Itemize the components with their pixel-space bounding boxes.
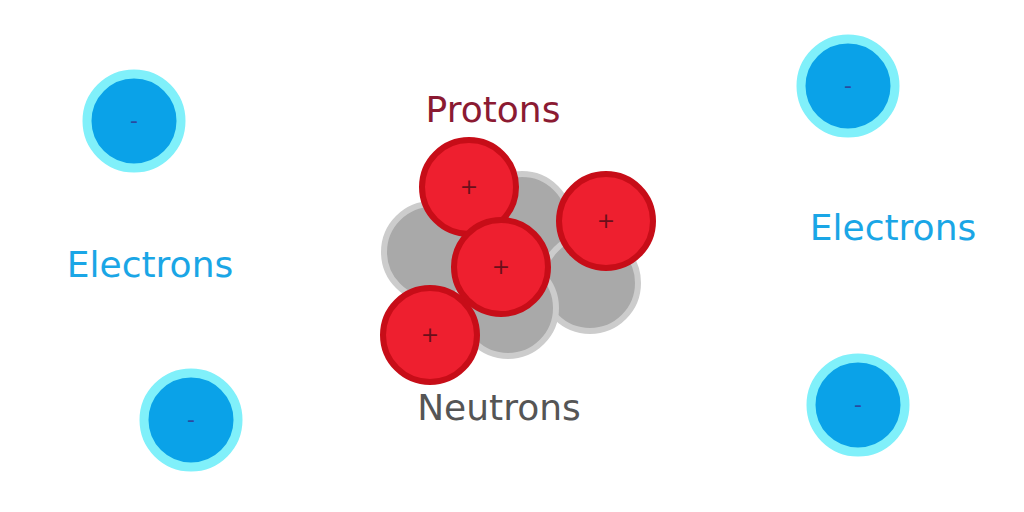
charge-sign: + (554, 169, 658, 273)
charge-sign: + (378, 283, 482, 387)
part-label: Protons (426, 90, 561, 130)
electron: - (806, 353, 910, 457)
proton: + (554, 169, 658, 273)
part-label: Electrons (810, 208, 976, 248)
charge-sign: - (796, 34, 900, 138)
charge-sign: - (806, 353, 910, 457)
charge-sign: - (82, 69, 186, 173)
electron: - (139, 368, 243, 472)
charge-sign: - (139, 368, 243, 472)
proton: + (378, 283, 482, 387)
part-label: Electrons (67, 245, 233, 285)
electron: - (82, 69, 186, 173)
electron: - (796, 34, 900, 138)
part-label: Neutrons (417, 388, 581, 428)
